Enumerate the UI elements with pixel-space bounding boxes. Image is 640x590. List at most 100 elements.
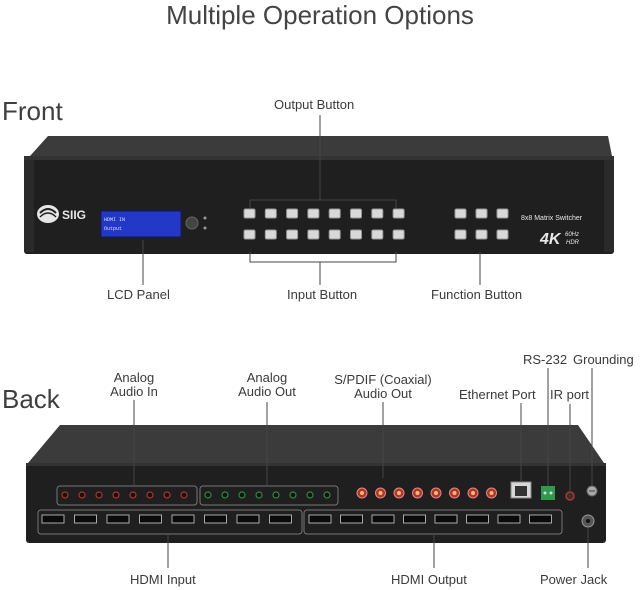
- analog-audio-out-label: Analog Audio Out: [238, 370, 296, 399]
- audio-in-jack: [180, 491, 188, 499]
- audio-out-jack: [272, 491, 280, 499]
- hdmi-output-port: [529, 514, 552, 524]
- hdmi-output-port: [497, 514, 521, 524]
- hdmi-output-port: [308, 514, 332, 524]
- spdif-coaxial-jacks: [356, 487, 497, 499]
- coaxial-jack-pin: [434, 491, 438, 495]
- hdmi-output-port: [403, 514, 426, 524]
- lcd-screen: HDMI IN Output: [100, 210, 182, 238]
- function-button: [496, 229, 509, 240]
- function-button: [454, 229, 467, 240]
- audio-out-jack: [323, 491, 331, 499]
- hdmi-input-port: [171, 514, 195, 524]
- hdmi-ports: [41, 514, 552, 524]
- lcd-panel-label: LCD Panel: [107, 287, 170, 302]
- output-button: [264, 208, 277, 219]
- page-title: Multiple Operation Options: [166, 0, 474, 30]
- svg-text:Output: Output: [104, 226, 122, 232]
- audio-out-jack: [289, 491, 297, 499]
- hdmi-input-port: [74, 514, 97, 524]
- output-button: [328, 208, 341, 219]
- input-button: [264, 229, 277, 240]
- output-button: [286, 208, 299, 219]
- output-button: [243, 208, 256, 219]
- ir-port: [565, 491, 575, 501]
- audio-out-jack: [306, 491, 314, 499]
- coaxial-jack-pin: [415, 491, 420, 495]
- ethernet-port: [510, 481, 532, 499]
- ir-sensor: [185, 216, 199, 230]
- coaxial-jack-pin: [378, 491, 383, 495]
- hdmi-output-port: [434, 514, 458, 524]
- power-jack-label: Power Jack: [540, 572, 608, 587]
- spdif-audio-out-label: S/PDIF (Coaxial) Audio Out: [334, 372, 432, 401]
- hdmi-input-port: [236, 514, 260, 524]
- output-button-label: Output Button: [274, 97, 355, 112]
- audio-out-jack: [204, 491, 212, 499]
- audio-out-jack: [255, 491, 263, 499]
- function-button: [496, 208, 509, 219]
- brand-logo: [37, 205, 59, 223]
- input-button-label: Input Button: [287, 287, 358, 302]
- function-button: [475, 208, 488, 219]
- audio-out-jack: [221, 491, 229, 499]
- function-button: [454, 208, 467, 219]
- rs232-label: RS-232: [523, 352, 568, 367]
- 4k-badge: 4K: [539, 231, 562, 248]
- output-button: [371, 208, 384, 219]
- svg-text:60Hz: 60Hz: [565, 232, 579, 238]
- svg-text:HDMI IN: HDMI IN: [104, 217, 125, 223]
- hdmi-input-port: [204, 514, 227, 524]
- input-button: [307, 229, 320, 240]
- input-button: [286, 229, 299, 240]
- input-button: [350, 229, 362, 240]
- input-button: [392, 229, 405, 240]
- audio-in-jack: [146, 491, 154, 499]
- audio-in-jack: [95, 491, 103, 499]
- hdmi-output-label: HDMI Output: [391, 572, 467, 587]
- back-section-label: Back: [2, 384, 60, 414]
- grounding-screw: [586, 485, 598, 497]
- front-button-grid: [243, 208, 405, 240]
- output-button: [392, 208, 405, 219]
- grounding-label: Grounding: [573, 352, 634, 367]
- hdmi-output-port: [371, 514, 395, 524]
- hdmi-input-port: [269, 514, 292, 524]
- hdmi-input-port: [41, 514, 65, 524]
- analog-audio-out-group: [199, 485, 339, 506]
- function-button-grid: [454, 208, 509, 240]
- coaxial-jack-pin: [360, 491, 364, 495]
- audio-in-jack: [78, 491, 86, 499]
- analog-audio-in-label: Analog Audio In: [110, 370, 158, 399]
- model-label: 8x8 Matrix Switcher: [521, 215, 583, 222]
- function-button-label: Function Button: [431, 287, 523, 302]
- front-leader-lines: [142, 115, 481, 285]
- hdmi-input-port: [139, 514, 162, 524]
- ir-port-label: IR port: [550, 387, 590, 402]
- front-section-label: Front: [2, 96, 63, 126]
- audio-out-jack: [238, 491, 246, 499]
- coaxial-jack-pin: [397, 491, 401, 495]
- svg-text:HDR: HDR: [566, 240, 580, 246]
- audio-jacks: [61, 491, 331, 499]
- hdmi-output-port: [466, 514, 489, 524]
- function-button: [475, 229, 488, 240]
- hdmi-input-port: [106, 514, 130, 524]
- input-button: [243, 229, 256, 240]
- coaxial-jack-pin: [471, 491, 475, 495]
- input-button: [371, 229, 384, 240]
- analog-audio-in-group: [56, 485, 198, 506]
- hdmi-input-label: HDMI Input: [130, 572, 196, 587]
- brand-name: SIIG: [62, 208, 86, 222]
- ethernet-port-label: Ethernet Port: [459, 387, 536, 402]
- hdmi-output-group: [303, 509, 563, 535]
- power-jack: [581, 514, 595, 528]
- audio-in-jack: [129, 491, 137, 499]
- audio-in-jack: [61, 491, 69, 499]
- audio-in-jack: [163, 491, 171, 499]
- back-leader-lines: [133, 368, 593, 568]
- rs232-terminal: [541, 486, 555, 500]
- coaxial-jack-pin: [489, 491, 494, 495]
- output-button: [350, 208, 362, 219]
